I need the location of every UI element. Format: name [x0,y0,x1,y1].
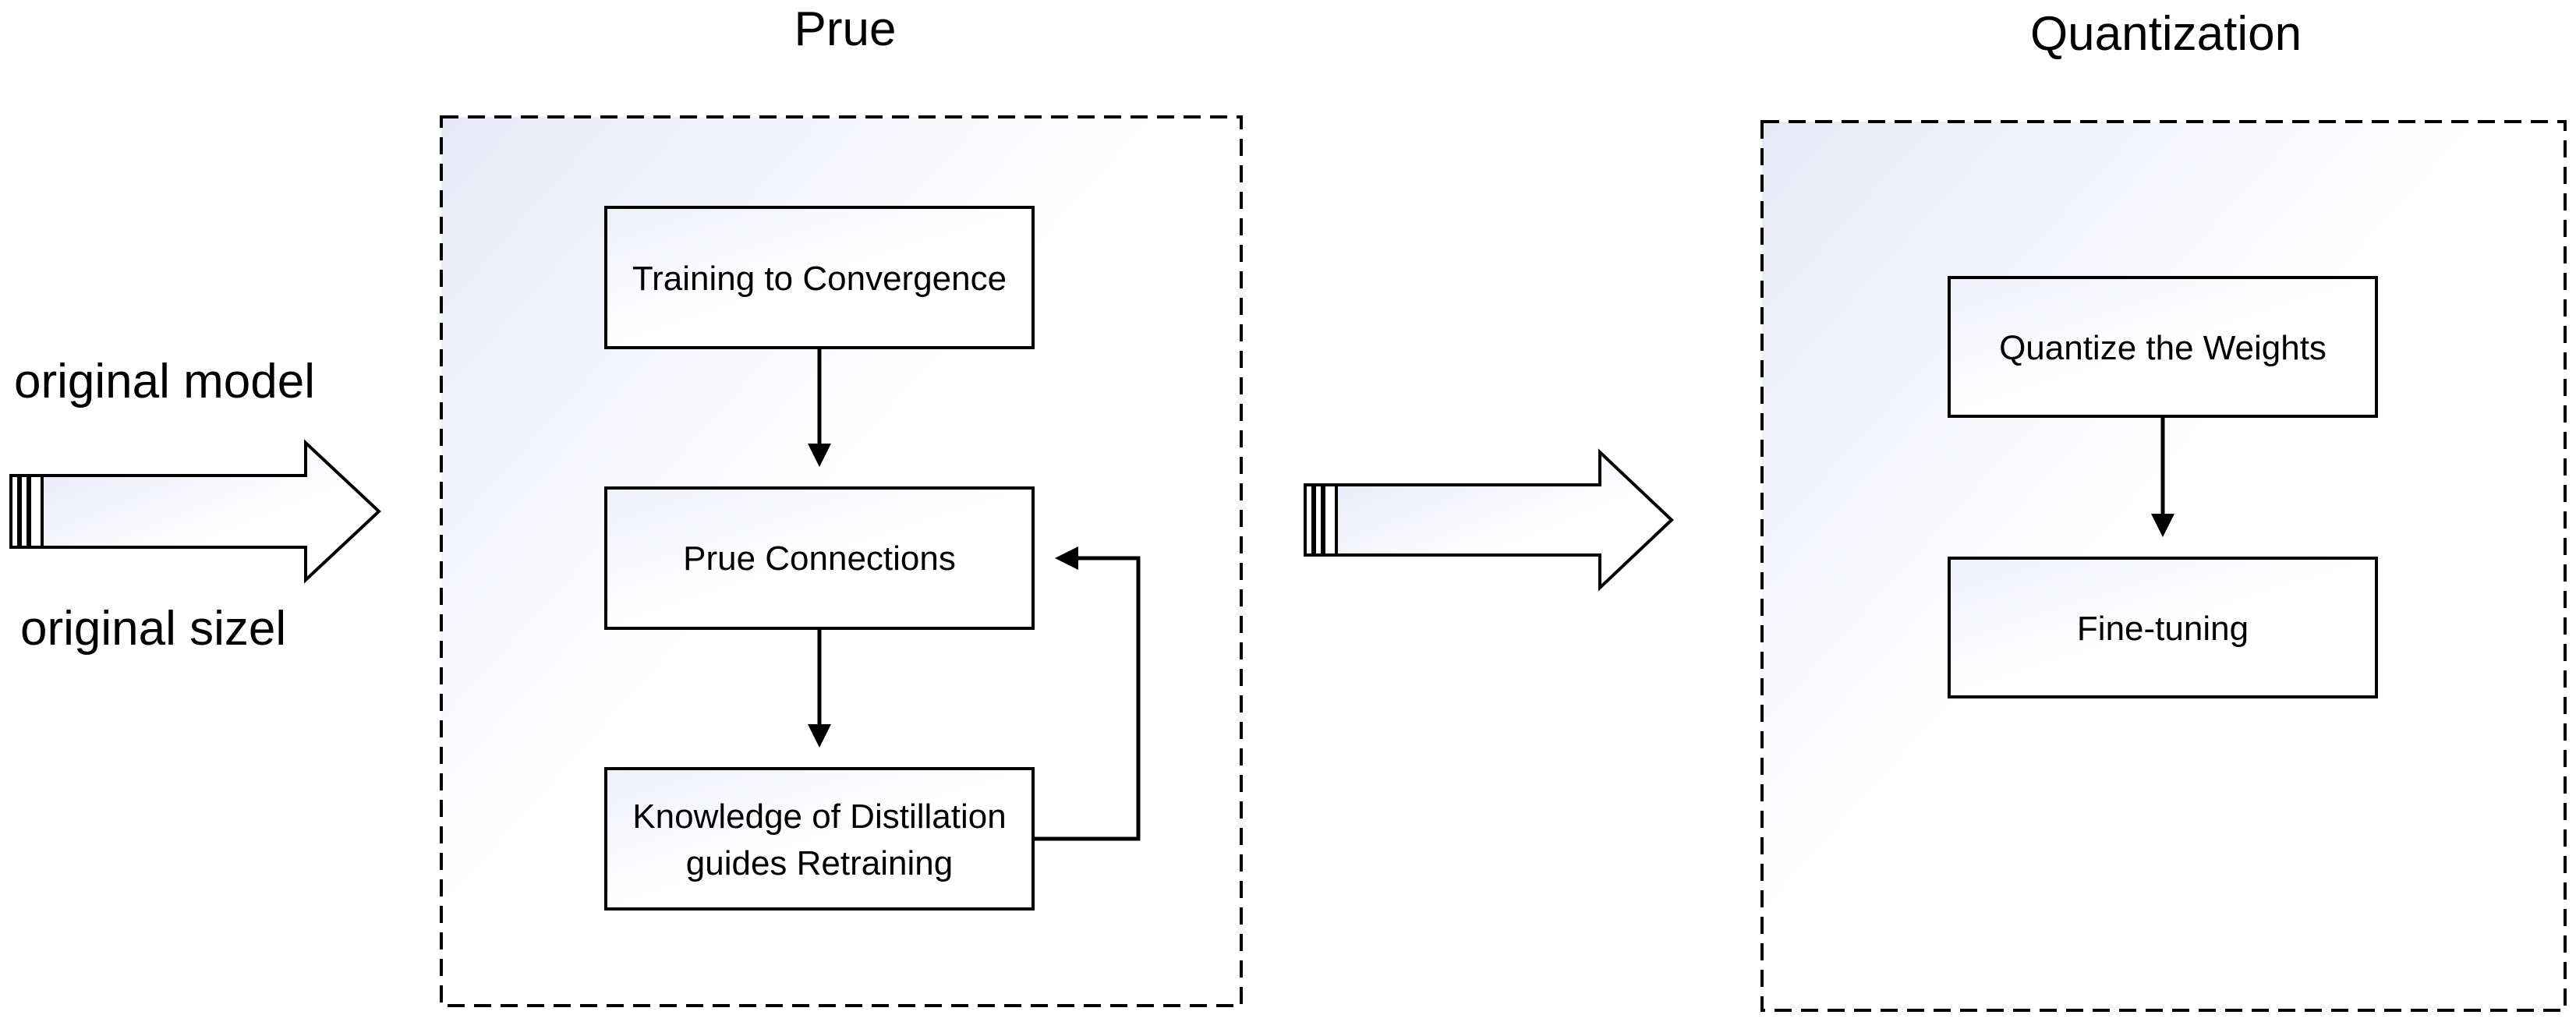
prune-section-title: Prue [794,2,897,56]
distillation-box [604,767,1035,911]
training-box [604,206,1035,349]
prune-connections-box [604,486,1035,630]
quant-section-title: Quantization [2030,7,2302,61]
distillation-label-line2: guides Retraining [686,844,953,882]
quantize-weights-label: Quantize the Weights [1999,329,2327,367]
quantize-weights-box [1948,276,2378,418]
fine-tuning-box [1948,557,2378,698]
training-box-label: Training to Convergence [632,260,1007,298]
feedback-loop-arrow [1033,546,1141,841]
middle-block-arrow [1304,448,1674,592]
distillation-label-line1: Knowledge of Distillation [632,797,1006,836]
input-block-arrow [9,439,381,584]
input-label-bottom: original sizel [20,602,286,656]
fine-tuning-label: Fine-tuning [2077,610,2249,648]
input-label-top: original model [14,355,315,408]
prune-connections-label: Prue Connections [683,539,956,578]
